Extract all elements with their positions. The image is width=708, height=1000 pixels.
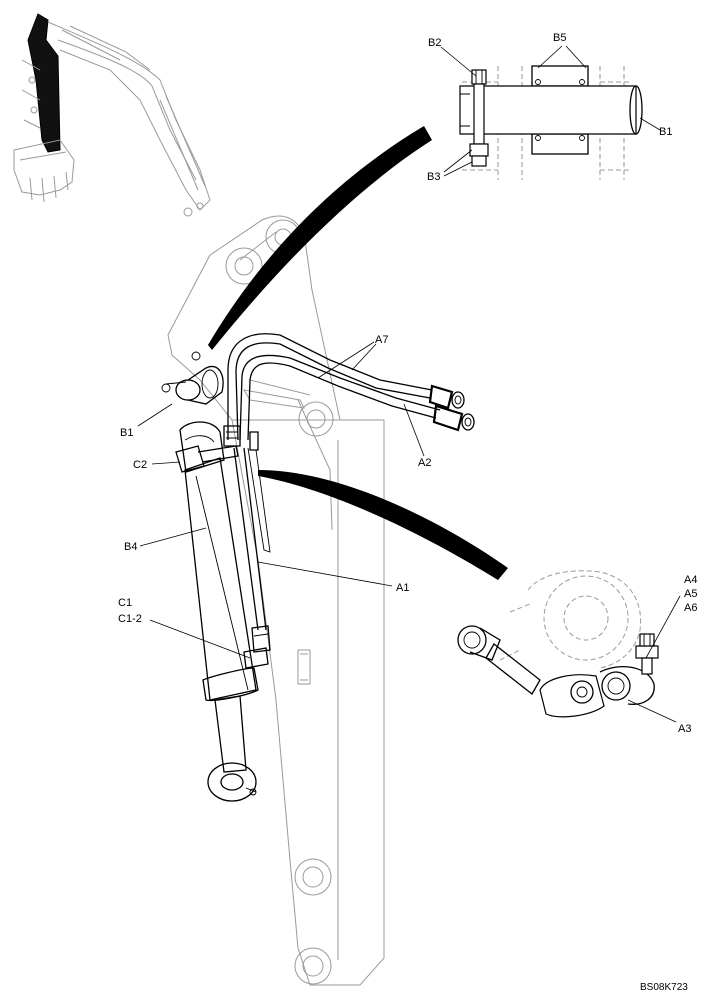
detail-fitting-left	[457, 625, 541, 695]
label-c1: C1	[118, 597, 132, 609]
hose-fitting-lower	[432, 404, 475, 432]
label-a6: A6	[684, 602, 697, 614]
label-a5: A5	[684, 588, 697, 600]
label-b3: B3	[427, 171, 440, 183]
label-a4: A4	[684, 574, 697, 586]
detail-sweep-right	[258, 470, 508, 580]
detail-bolt-a4-a6	[635, 633, 659, 675]
detail-sweep-top	[208, 126, 432, 350]
label-b2: B2	[428, 37, 441, 49]
excavator-thumbnail	[13, 13, 211, 217]
detail-pin-assembly	[459, 65, 643, 180]
label-c2: C2	[133, 459, 147, 471]
hydraulic-hoses	[175, 333, 475, 669]
detail-hose-routing	[457, 570, 659, 718]
detail-clamp	[539, 666, 655, 718]
label-b1-detail: B1	[659, 126, 672, 138]
arm-cylinder	[179, 421, 259, 802]
label-a2: A2	[418, 457, 431, 469]
label-b1: B1	[120, 427, 133, 439]
leader-lines	[137, 45, 681, 723]
label-b5: B5	[553, 32, 566, 44]
label-c1-2: C1-2	[118, 613, 142, 625]
reference-code: BS08K723	[640, 982, 688, 993]
part-labels: B2 B5 B1 B3 A7 B1 C2 A2 B4 A1 C1 C1-2 A4…	[118, 32, 697, 993]
label-b4: B4	[124, 541, 137, 553]
label-a7: A7	[375, 334, 388, 346]
label-a3: A3	[678, 723, 691, 735]
excavator-arm-body	[167, 215, 385, 986]
label-a1: A1	[396, 582, 409, 594]
pin-b1	[161, 351, 224, 405]
hose-fitting-upper	[428, 384, 465, 410]
